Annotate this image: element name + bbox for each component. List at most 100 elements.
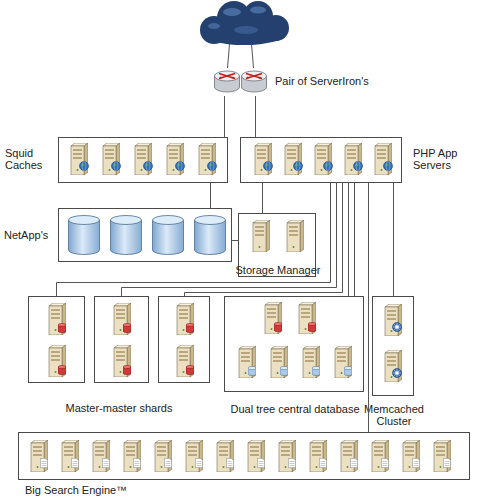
server-icon (186, 440, 203, 472)
cloud-highlight (223, 8, 241, 16)
server-icon (315, 143, 332, 175)
document-badge (133, 458, 140, 467)
server-icon (299, 302, 316, 334)
server-icon (177, 345, 194, 377)
document-badge (288, 458, 295, 467)
connector-line (348, 183, 349, 296)
server-icon (114, 345, 131, 377)
node-label: Pair of ServerIron's (275, 75, 369, 87)
server-icon (199, 143, 216, 175)
shard-box (159, 297, 210, 383)
disk-icon (69, 216, 100, 255)
node-label: Master-master shards (28, 402, 210, 414)
globe-badge (264, 162, 273, 171)
node-label: Dual tree central database (215, 403, 375, 415)
server-icon (303, 346, 320, 378)
server-icon (372, 440, 389, 472)
connector-line (262, 183, 263, 213)
node-label: Squid Caches (5, 147, 53, 171)
database-badge (274, 322, 282, 331)
database-badge (280, 366, 288, 375)
disk-icon (195, 216, 226, 255)
server-icon (135, 143, 152, 175)
node-label: PHP App Servers (413, 147, 475, 171)
document-badge (319, 458, 326, 467)
database-badge (58, 365, 66, 374)
server-icon (217, 440, 234, 472)
server-icon (71, 143, 88, 175)
document-badge (350, 458, 357, 467)
server-icon (124, 440, 141, 472)
server-icon (155, 440, 172, 472)
document-badge (195, 458, 202, 467)
database-badge (123, 365, 131, 374)
connector-line (210, 183, 211, 208)
server-icon (103, 143, 120, 175)
node-label: Storage Manager (227, 264, 329, 276)
connector-line (232, 240, 238, 241)
server-icon (403, 440, 420, 472)
server-box: Storage Manager (238, 213, 316, 277)
globe-badge (208, 162, 217, 171)
server-icon (265, 302, 282, 334)
server-icon (279, 440, 296, 472)
globe-badge (294, 162, 303, 171)
server-icon (385, 304, 402, 336)
uplink-wire (228, 44, 254, 68)
connector-line (393, 183, 394, 296)
server-icon (49, 345, 66, 377)
server-icon (285, 143, 302, 175)
server-icon (167, 143, 184, 175)
server-icon (49, 303, 66, 335)
cache-badge (393, 323, 402, 332)
connector-line (57, 183, 331, 296)
server-icon (239, 346, 256, 378)
server-icon (62, 440, 79, 472)
database-badge (58, 323, 66, 332)
connector-line (185, 183, 343, 296)
document-badge (40, 458, 47, 467)
server-icon (375, 143, 392, 175)
globe-badge (144, 162, 153, 171)
server-icon (248, 440, 265, 472)
cloud-part (202, 23, 286, 45)
document-badge (164, 458, 171, 467)
disk-icon (153, 216, 184, 255)
document-badge (71, 458, 78, 467)
server-icon (335, 346, 352, 378)
shard-boxes (29, 297, 210, 383)
router-icon (215, 71, 240, 92)
document-badge (412, 458, 419, 467)
router-icons (215, 71, 267, 92)
database-badge (123, 323, 131, 332)
server-icon (434, 440, 451, 472)
document-badge (226, 458, 233, 467)
cloud-highlight (250, 7, 266, 14)
globe-badge (80, 162, 89, 171)
document-badge (443, 458, 450, 467)
internet-cloud (200, 1, 289, 45)
database-badge (344, 366, 352, 375)
server-icon (253, 220, 270, 252)
server-icon (345, 143, 362, 175)
document-badge (381, 458, 388, 467)
database-badge (312, 366, 320, 375)
database-badge (248, 366, 256, 375)
cache-badge (393, 369, 402, 378)
server-icon (287, 220, 304, 252)
document-badge (257, 458, 264, 467)
router-icon (242, 71, 267, 92)
server-icon (177, 303, 194, 335)
server-icon (341, 440, 358, 472)
cloud-highlight (234, 26, 258, 34)
server-icon (385, 350, 402, 382)
document-badge (102, 458, 109, 467)
database-badge (308, 322, 316, 331)
disk-icon (111, 216, 142, 255)
connector-line (354, 183, 355, 296)
globe-badge (384, 162, 393, 171)
server-icon (310, 440, 327, 472)
globe-badge (176, 162, 185, 171)
